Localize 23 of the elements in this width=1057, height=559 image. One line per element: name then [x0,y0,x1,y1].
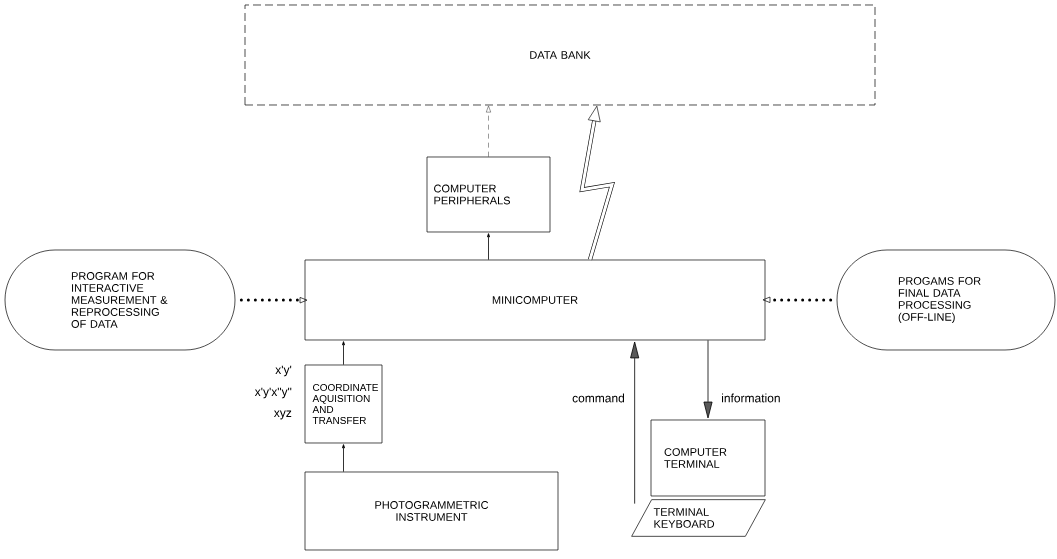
edge-label: command [572,393,624,403]
storage-box: DATA BANK [244,4,876,106]
arrow [342,444,346,473]
program-terminator: PROGRAM FOR INTERACTIVE MEASUREMENT & REPROCESSING OF DATA [4,249,236,351]
coordinate-label: x'y' [275,365,292,377]
edge-label: information [722,393,780,403]
process-box: COMPUTER PERIPHERALS [426,156,551,233]
process-box: MINICOMPUTER [304,259,766,341]
coordinate-label: x'y'x"y" [254,387,292,399]
arrow [486,105,491,157]
arrow [487,233,491,261]
process-box: COMPUTER TERMINAL [650,419,766,497]
arrow [763,297,833,303]
arrow [342,341,346,366]
arrow [239,297,307,303]
arrow [703,339,713,419]
program-terminator: PROGAMS FOR FINAL DATA PROCESSING (OFF-LINE) [836,249,1056,351]
keyboard-parallelogram: TERMINAL KEYBOARD [631,499,766,537]
arrow [579,105,615,261]
process-box: COORDINATE AQUISITION AND TRANSFER [304,364,383,444]
coordinate-label: xyz [273,410,292,420]
process-box: PHOTOGRAMMETRIC INSTRUMENT [304,471,559,551]
arrow [630,341,640,505]
